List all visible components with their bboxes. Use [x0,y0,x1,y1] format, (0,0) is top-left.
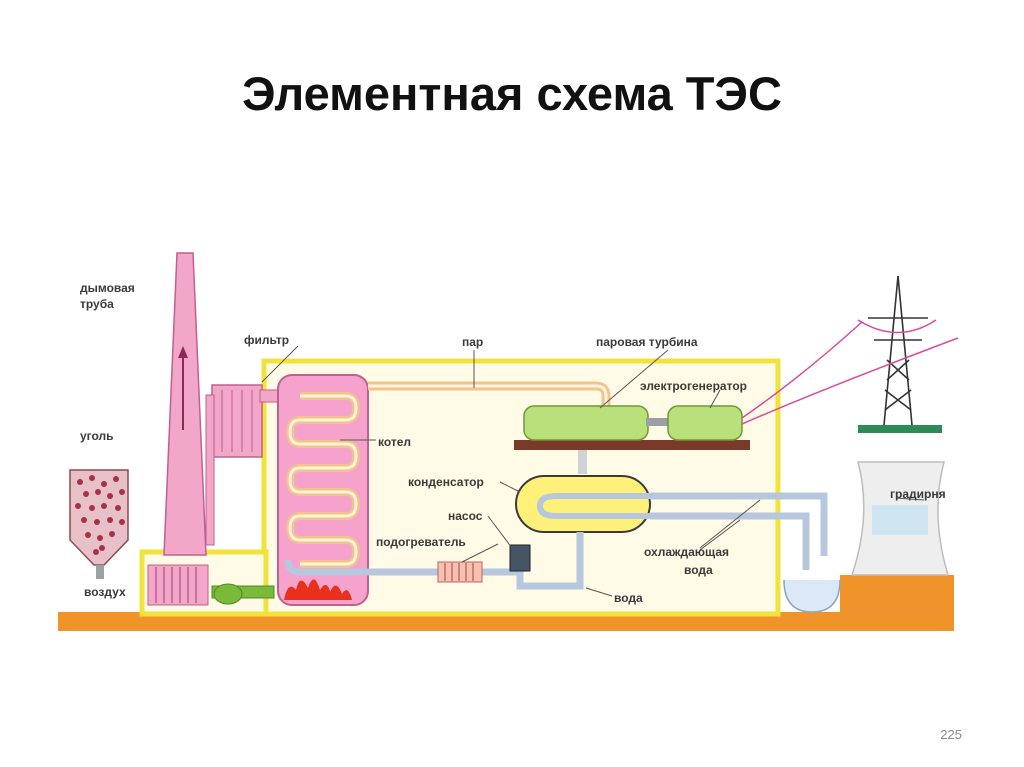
page-number: 225 [940,727,962,742]
chimney-arrowhead [178,346,188,358]
ground-strip [58,612,954,631]
filter-slats [221,390,253,452]
label-coal: уголь [80,429,114,443]
burner-fan [213,583,243,605]
cooling-tower-fill [872,505,928,535]
coal-pile [75,475,125,555]
air-preheater-grid [155,567,197,603]
label-heater: подогреватель [376,535,466,549]
boiler-flames [284,579,352,600]
tower-pad [858,425,942,433]
turbine-platform [514,440,750,450]
label-cooling-water-1: охлаждающая [644,545,729,559]
cooling-pipe-out [650,492,828,556]
steam-pipe-core [368,384,608,408]
condenser-coil [536,493,652,519]
steam-turbine [523,405,649,441]
turbine-shaft [646,418,668,426]
electric-generator [667,405,743,441]
turbine-exhaust [578,450,587,474]
slide-title: Элементная схема ТЭС [242,67,782,120]
label-cooling-water-2: вода [684,563,713,577]
label-pump: насос [448,509,483,523]
feedwater-pipe [284,532,584,590]
condenser [515,475,651,533]
label-condenser: конденсатор [408,475,484,489]
label-air: воздух [84,585,126,599]
feed-pump [509,544,531,572]
power-lines [741,319,959,425]
heater-ribs [444,563,474,581]
label-cooling-tower: градирня [890,487,946,501]
boiler-coil-inner [288,394,358,566]
water-basin [783,579,841,613]
coal-feed-pipe [96,565,104,579]
leader-lines [261,345,925,597]
chimney [163,252,207,556]
label-water: вода [614,591,643,605]
transmission-tower [868,275,928,426]
flue-duct [205,394,215,546]
label-steam-turbine: паровая турбина [596,335,698,349]
label-chimney-2: труба [80,297,114,311]
tower-base [840,575,954,615]
air-preheater [147,564,209,606]
label-chimney-1: дымовая [80,281,135,295]
filter-unit [211,384,263,458]
label-filter: фильтр [244,333,289,347]
label-generator: электрогенератор [640,379,747,393]
label-steam: пар [462,335,483,349]
cooling-pipe-in [650,512,810,570]
feedwater-heater [437,561,483,583]
label-boiler: котел [378,435,411,449]
